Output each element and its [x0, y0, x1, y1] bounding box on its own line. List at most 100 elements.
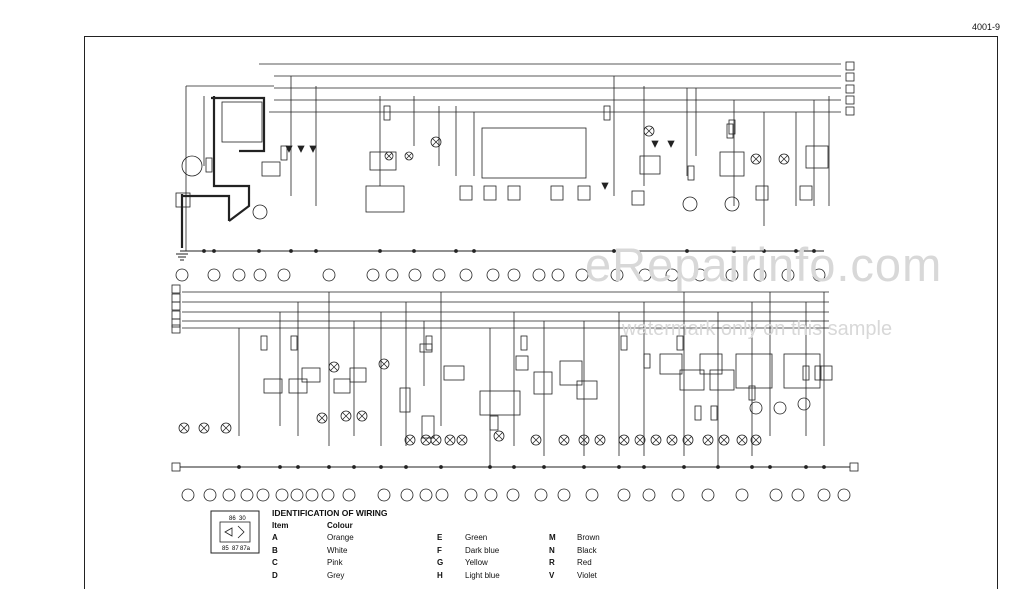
circuit-number-marker	[671, 488, 685, 502]
relay-S2	[221, 101, 263, 143]
switch-S7	[479, 390, 521, 416]
lamp-icon	[328, 361, 340, 373]
instrument-cluster-box	[481, 127, 587, 179]
junction-dot	[379, 465, 383, 469]
circuit-number-marker	[419, 488, 433, 502]
circuit-number-marker	[435, 488, 449, 502]
circuit-number-marker	[203, 488, 217, 502]
relay-V2	[288, 378, 308, 394]
legend-item-header: Item	[272, 521, 289, 530]
lamp-cross	[385, 152, 393, 160]
junction-dot	[762, 249, 766, 253]
lamp-icon	[404, 434, 416, 446]
circuit-number-marker	[575, 268, 589, 282]
lamp-icon	[384, 151, 394, 161]
relay-K3	[576, 380, 598, 400]
relay-K1	[709, 369, 735, 391]
junction-dot	[542, 465, 546, 469]
fuse-icon	[603, 105, 611, 121]
junction-dot	[812, 249, 816, 253]
bus-label-box	[845, 95, 855, 105]
junction-dot	[794, 249, 798, 253]
fuse-icon	[383, 105, 391, 121]
circuit-number-marker	[486, 268, 500, 282]
junction-dot	[289, 249, 293, 253]
circuit-number-marker	[322, 268, 336, 282]
junction-dot	[488, 465, 492, 469]
junction-dot	[454, 249, 458, 253]
junction-dot	[404, 465, 408, 469]
lamp-cross	[432, 138, 440, 146]
circuit-number-marker	[366, 268, 380, 282]
junction-dot	[682, 465, 686, 469]
lamp-cross	[405, 152, 413, 160]
junction-dot	[612, 249, 616, 253]
lamp-cross	[495, 432, 503, 440]
circuit-number-marker	[232, 268, 246, 282]
circuit-number-marker	[290, 488, 304, 502]
switch-S10	[735, 353, 773, 389]
pressure-switch-P2	[805, 145, 829, 169]
circuit-number-marker	[459, 268, 473, 282]
lamp-icon	[430, 136, 442, 148]
bus-label-box	[845, 106, 855, 116]
switch-S11	[783, 353, 821, 389]
junction-dot	[750, 465, 754, 469]
circuit-number-marker	[551, 268, 565, 282]
circuit-number-marker	[321, 488, 335, 502]
legend-item-code: F	[437, 545, 442, 555]
lamp-cross	[222, 424, 230, 432]
junction-dot	[278, 465, 282, 469]
lamp-cross	[645, 127, 653, 135]
fuse-icon	[726, 123, 734, 139]
lamp-icon	[594, 434, 606, 446]
motor-icon	[773, 401, 787, 415]
fuse-box	[399, 387, 411, 413]
switch-S5	[533, 371, 553, 395]
lamp-icon	[316, 412, 328, 424]
legend-item-colour: Pink	[327, 558, 343, 567]
junction-dot	[716, 465, 720, 469]
circuit-number-marker	[222, 488, 236, 502]
fuse-icon	[520, 335, 528, 351]
bus-label-box	[171, 293, 181, 303]
lamp-icon	[356, 410, 368, 422]
legend-item-colour: Green	[465, 533, 488, 542]
wiring-schematic	[171, 61, 859, 502]
relay-S8	[659, 353, 683, 375]
sensor-B1	[459, 185, 473, 201]
fuse-icon	[802, 365, 810, 381]
fuse-icon	[676, 335, 684, 351]
junction-dot	[732, 249, 736, 253]
lamp-cross	[720, 436, 728, 444]
component-box	[421, 415, 435, 439]
relay-V3	[263, 378, 283, 394]
junction-dot	[822, 465, 826, 469]
circuit-number-marker	[781, 268, 795, 282]
relay-box	[333, 378, 351, 394]
battery-cable	[180, 96, 251, 248]
bus-label-box	[845, 61, 855, 71]
lamp-icon	[444, 434, 456, 446]
circuit-number-marker	[464, 488, 478, 502]
motor-icon	[252, 204, 268, 220]
junction-dot	[212, 249, 216, 253]
fuse-block-K8	[369, 151, 397, 171]
lamp-icon	[750, 153, 762, 165]
lamp-cross	[684, 436, 692, 444]
lamp-icon	[702, 434, 714, 446]
circuit-number-marker	[377, 488, 391, 502]
watermark-note: watermark only on this sample	[622, 318, 893, 340]
legend-item-colour: Grey	[327, 570, 345, 580]
circuit-number-marker	[769, 488, 783, 502]
bus-label-box	[171, 310, 181, 320]
legend-item-code: B	[272, 545, 278, 555]
sensor-B5	[577, 185, 591, 201]
relay-K4	[559, 360, 583, 386]
diode-icon	[667, 140, 675, 148]
control-unit-box	[719, 151, 745, 177]
sensor-B8	[799, 185, 813, 201]
circuit-number-marker	[175, 268, 189, 282]
fuse-icon	[748, 385, 756, 401]
lamp-cross	[200, 424, 208, 432]
